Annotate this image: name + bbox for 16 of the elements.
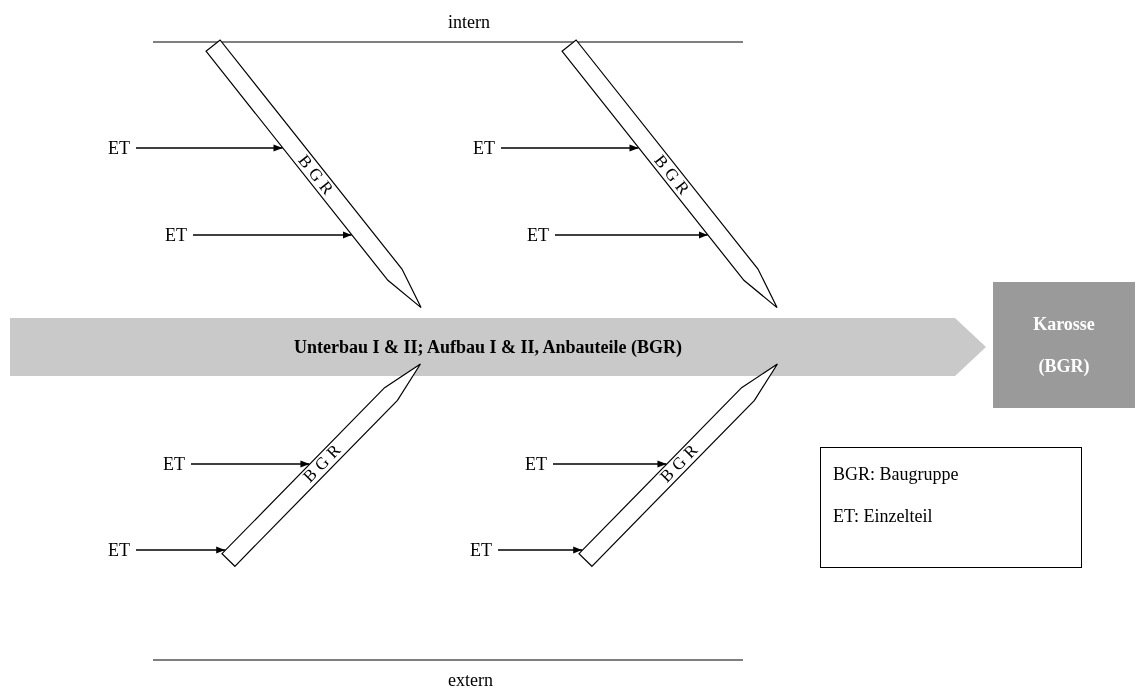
part-label: ET [165,225,187,245]
side-label: intern [448,12,490,33]
legend-text: BGR: Baugruppe [833,464,960,484]
result-box: Karosse (BGR) [993,282,1135,408]
legend-text: ET: Einzelteil [833,506,934,526]
part-label: ET [525,454,547,474]
arrow [135,546,226,554]
part-label: ET [473,138,495,158]
part-label: ET [163,454,185,474]
part-label: ET [527,225,549,245]
arrow [497,546,583,554]
spine-label: Unterbau I & II; Aufbau I & II, Anbauteile (BGR) [293,336,683,358]
side-label: extern [448,670,493,691]
part-label: ET [470,540,492,560]
part-label: ET [108,540,130,560]
part-label: ET [108,138,130,158]
